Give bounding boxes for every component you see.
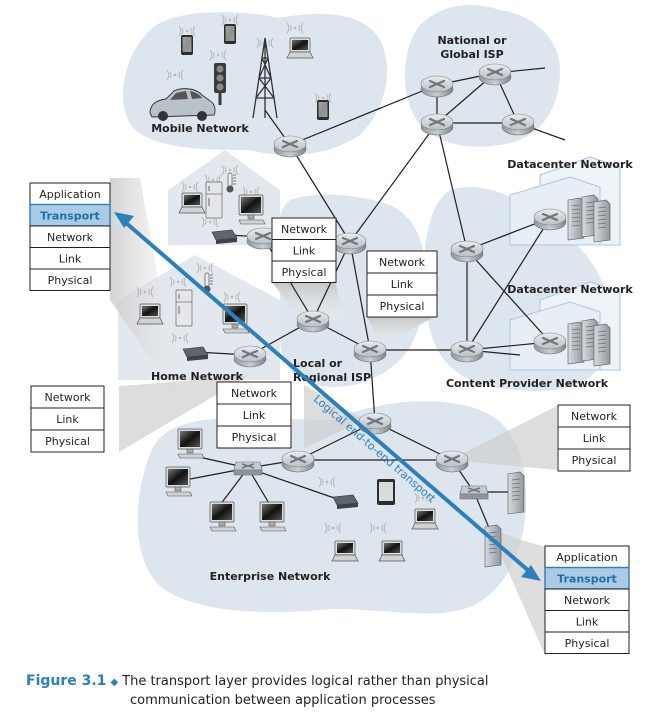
layer-label-physical: Physical [282, 266, 327, 279]
refrigerator-icon [205, 181, 223, 219]
router-icon [500, 112, 536, 137]
layer-label-application: Application [39, 188, 100, 201]
layer-label-physical: Physical [380, 300, 425, 313]
label-enterprise-network: Enterprise Network [210, 570, 331, 583]
label-datacenter-bottom: Datacenter Network [507, 283, 633, 296]
figure-number: Figure 3.1 [26, 673, 107, 689]
layer-label-physical: Physical [565, 637, 610, 650]
smartphone-icon [181, 35, 193, 55]
layer-box-physical [30, 429, 105, 453]
region-labels: Mobile Network National or Global ISP Da… [151, 34, 633, 583]
arrowhead-right [521, 565, 541, 581]
layer-label-link: Link [243, 409, 266, 422]
arrowhead-left [114, 212, 134, 228]
laptop-icon [178, 192, 206, 214]
refrigerator-icon [175, 289, 193, 327]
layer-label-link: Link [583, 432, 606, 445]
router-icon [272, 134, 308, 159]
router-icon [477, 62, 513, 87]
traffic-light-icon [214, 63, 226, 105]
caption-line-2: communication between application proces… [130, 693, 436, 708]
switch-icon [459, 485, 489, 500]
router-icon [532, 207, 568, 232]
tablet-icon [377, 479, 395, 505]
layer-box-physical [366, 294, 438, 318]
server-rack-icon [567, 318, 611, 367]
layer-label-network: Network [45, 391, 92, 404]
router-icon [332, 231, 368, 256]
diamond-bullet-icon: ◆ [110, 677, 119, 688]
laptop-icon [378, 540, 406, 562]
layer-box-physical [29, 268, 111, 291]
label-local-isp-2: Regional ISP [293, 371, 371, 384]
layer-label-transport: Transport [557, 572, 617, 585]
router-icon [352, 339, 388, 364]
laptop-icon [331, 540, 359, 562]
router-icon [419, 112, 455, 137]
enterprise-network-cloud [137, 401, 527, 614]
smartphone-icon [317, 100, 329, 120]
layer-label-network: Network [47, 231, 94, 244]
switch-icon [233, 461, 263, 476]
layer-label-physical: Physical [232, 431, 277, 444]
layer-label-network: Network [281, 223, 328, 236]
label-national-isp-1: National or [437, 34, 507, 47]
router-icon [232, 344, 268, 369]
router-icon [280, 449, 316, 474]
layer-box-physical [271, 260, 337, 283]
layer-label-application: Application [556, 551, 617, 564]
router-icon [449, 239, 485, 264]
router-icon [449, 339, 485, 364]
layer-label-link: Link [391, 278, 414, 291]
label-home-network: Home Network [151, 370, 244, 383]
laptop-icon [411, 508, 439, 530]
label-national-isp-2: Global ISP [440, 48, 503, 61]
router-icon [434, 449, 470, 474]
router-icon [532, 331, 568, 356]
label-local-isp-1: Local or [293, 357, 343, 370]
layer-label-link: Link [576, 615, 599, 628]
layer-label-network: Network [231, 387, 278, 400]
layer-label-network: Network [379, 256, 426, 269]
layer-box-physical [544, 631, 630, 654]
server-rack-icon [567, 194, 611, 243]
mobile-devices [149, 14, 332, 121]
layer-label-network: Network [571, 410, 618, 423]
layer-box-physical [557, 448, 631, 472]
layer-label-link: Link [56, 413, 79, 426]
network-diagram: Mobile Network National or Global ISP Da… [29, 5, 633, 655]
label-content-provider: Content Provider Network [446, 377, 609, 390]
layer-label-network: Network [564, 594, 611, 607]
router-icon [295, 309, 331, 334]
layer-label-physical: Physical [48, 274, 93, 287]
smartphone-icon [224, 24, 236, 44]
server-icon [507, 471, 525, 515]
layer-label-physical: Physical [572, 454, 617, 467]
layer-label-link: Link [59, 252, 82, 265]
car-icon [149, 88, 216, 121]
figure-caption: Figure 3.1◆The transport layer provides … [26, 672, 626, 710]
caption-line-1: The transport layer provides logical rat… [122, 674, 489, 689]
label-mobile-network: Mobile Network [151, 122, 249, 135]
layer-box-physical [216, 425, 292, 449]
router-icon [419, 74, 455, 99]
label-datacenter-top: Datacenter Network [507, 158, 633, 171]
laptop-icon [286, 37, 314, 59]
layer-label-transport: Transport [40, 209, 100, 222]
layer-label-physical: Physical [45, 435, 90, 448]
layer-label-link: Link [293, 244, 316, 257]
laptop-icon [136, 303, 164, 325]
